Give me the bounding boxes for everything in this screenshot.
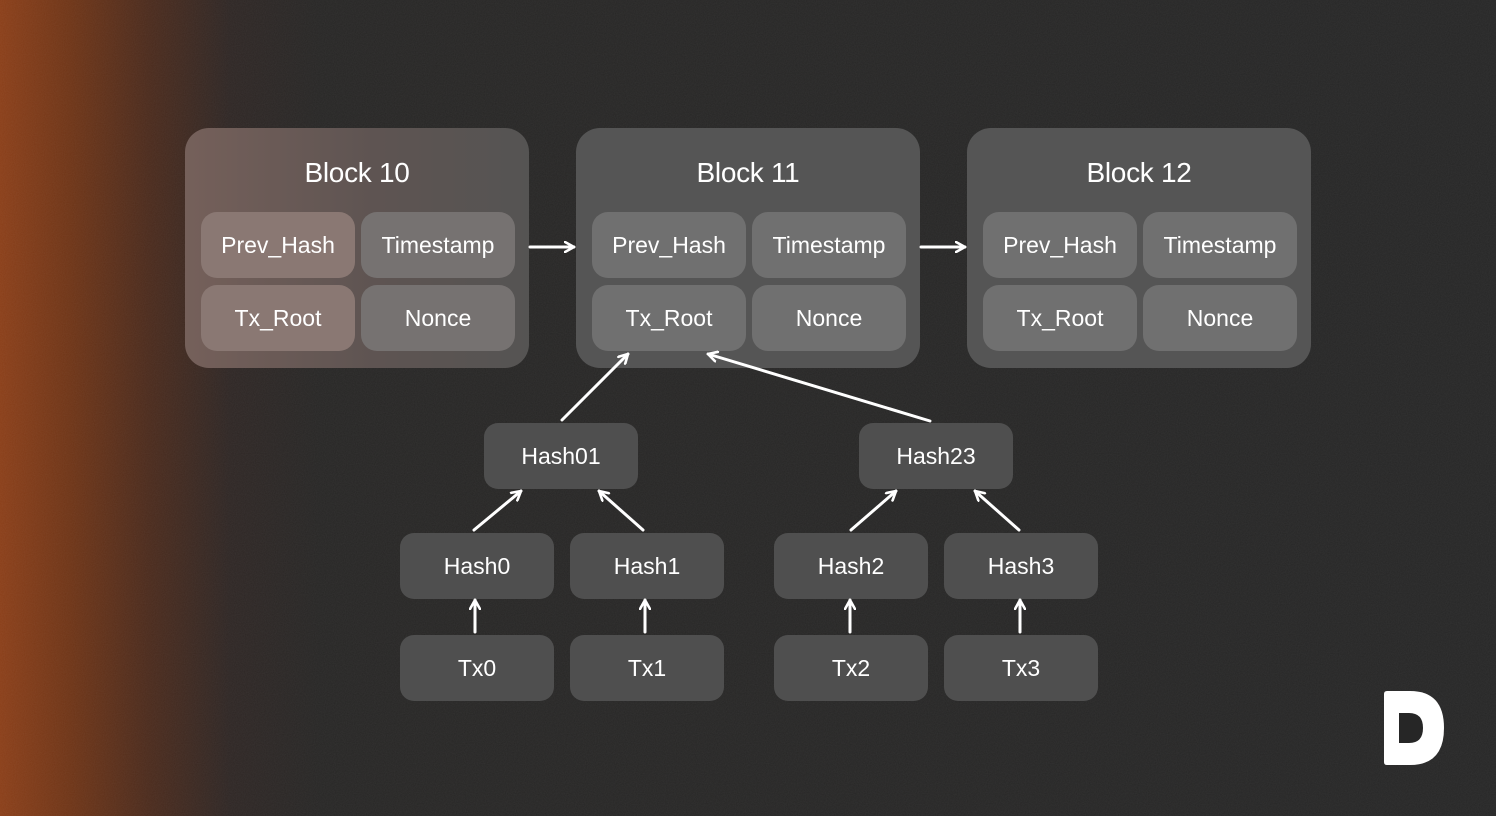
- block-10-tx-root: Tx_Root: [201, 285, 355, 351]
- block-12-timestamp: Timestamp: [1143, 212, 1297, 278]
- block-10-title: Block 10: [304, 157, 410, 188]
- hash0-node: Hash0: [400, 533, 554, 599]
- block-12-tx-root: Tx_Root: [983, 285, 1137, 351]
- tx1-node: Tx1: [570, 635, 724, 701]
- block-11-title: Block 11: [696, 157, 800, 188]
- block-10-prev-hash: Prev_Hash: [201, 212, 355, 278]
- block-10-nonce: Nonce: [361, 285, 515, 351]
- tx3-node: Tx3: [944, 635, 1098, 701]
- d-logo-icon: [1384, 691, 1444, 765]
- block-11-prev-hash: Prev_Hash: [592, 212, 746, 278]
- tx0-node: Tx0: [400, 635, 554, 701]
- hash2-node: Hash2: [774, 533, 928, 599]
- block-11-timestamp: Timestamp: [752, 212, 906, 278]
- hash1-node: Hash1: [570, 533, 724, 599]
- hash01-node: Hash01: [484, 423, 638, 489]
- block-10-timestamp: Timestamp: [361, 212, 515, 278]
- block-12-nonce: Nonce: [1143, 285, 1297, 351]
- hash3-node: Hash3: [944, 533, 1098, 599]
- block-12-title: Block 12: [1086, 157, 1192, 188]
- block-11-nonce: Nonce: [752, 285, 906, 351]
- block-12-prev-hash: Prev_Hash: [983, 212, 1137, 278]
- block-11-tx-root: Tx_Root: [592, 285, 746, 351]
- hash23-node: Hash23: [859, 423, 1013, 489]
- tx2-node: Tx2: [774, 635, 928, 701]
